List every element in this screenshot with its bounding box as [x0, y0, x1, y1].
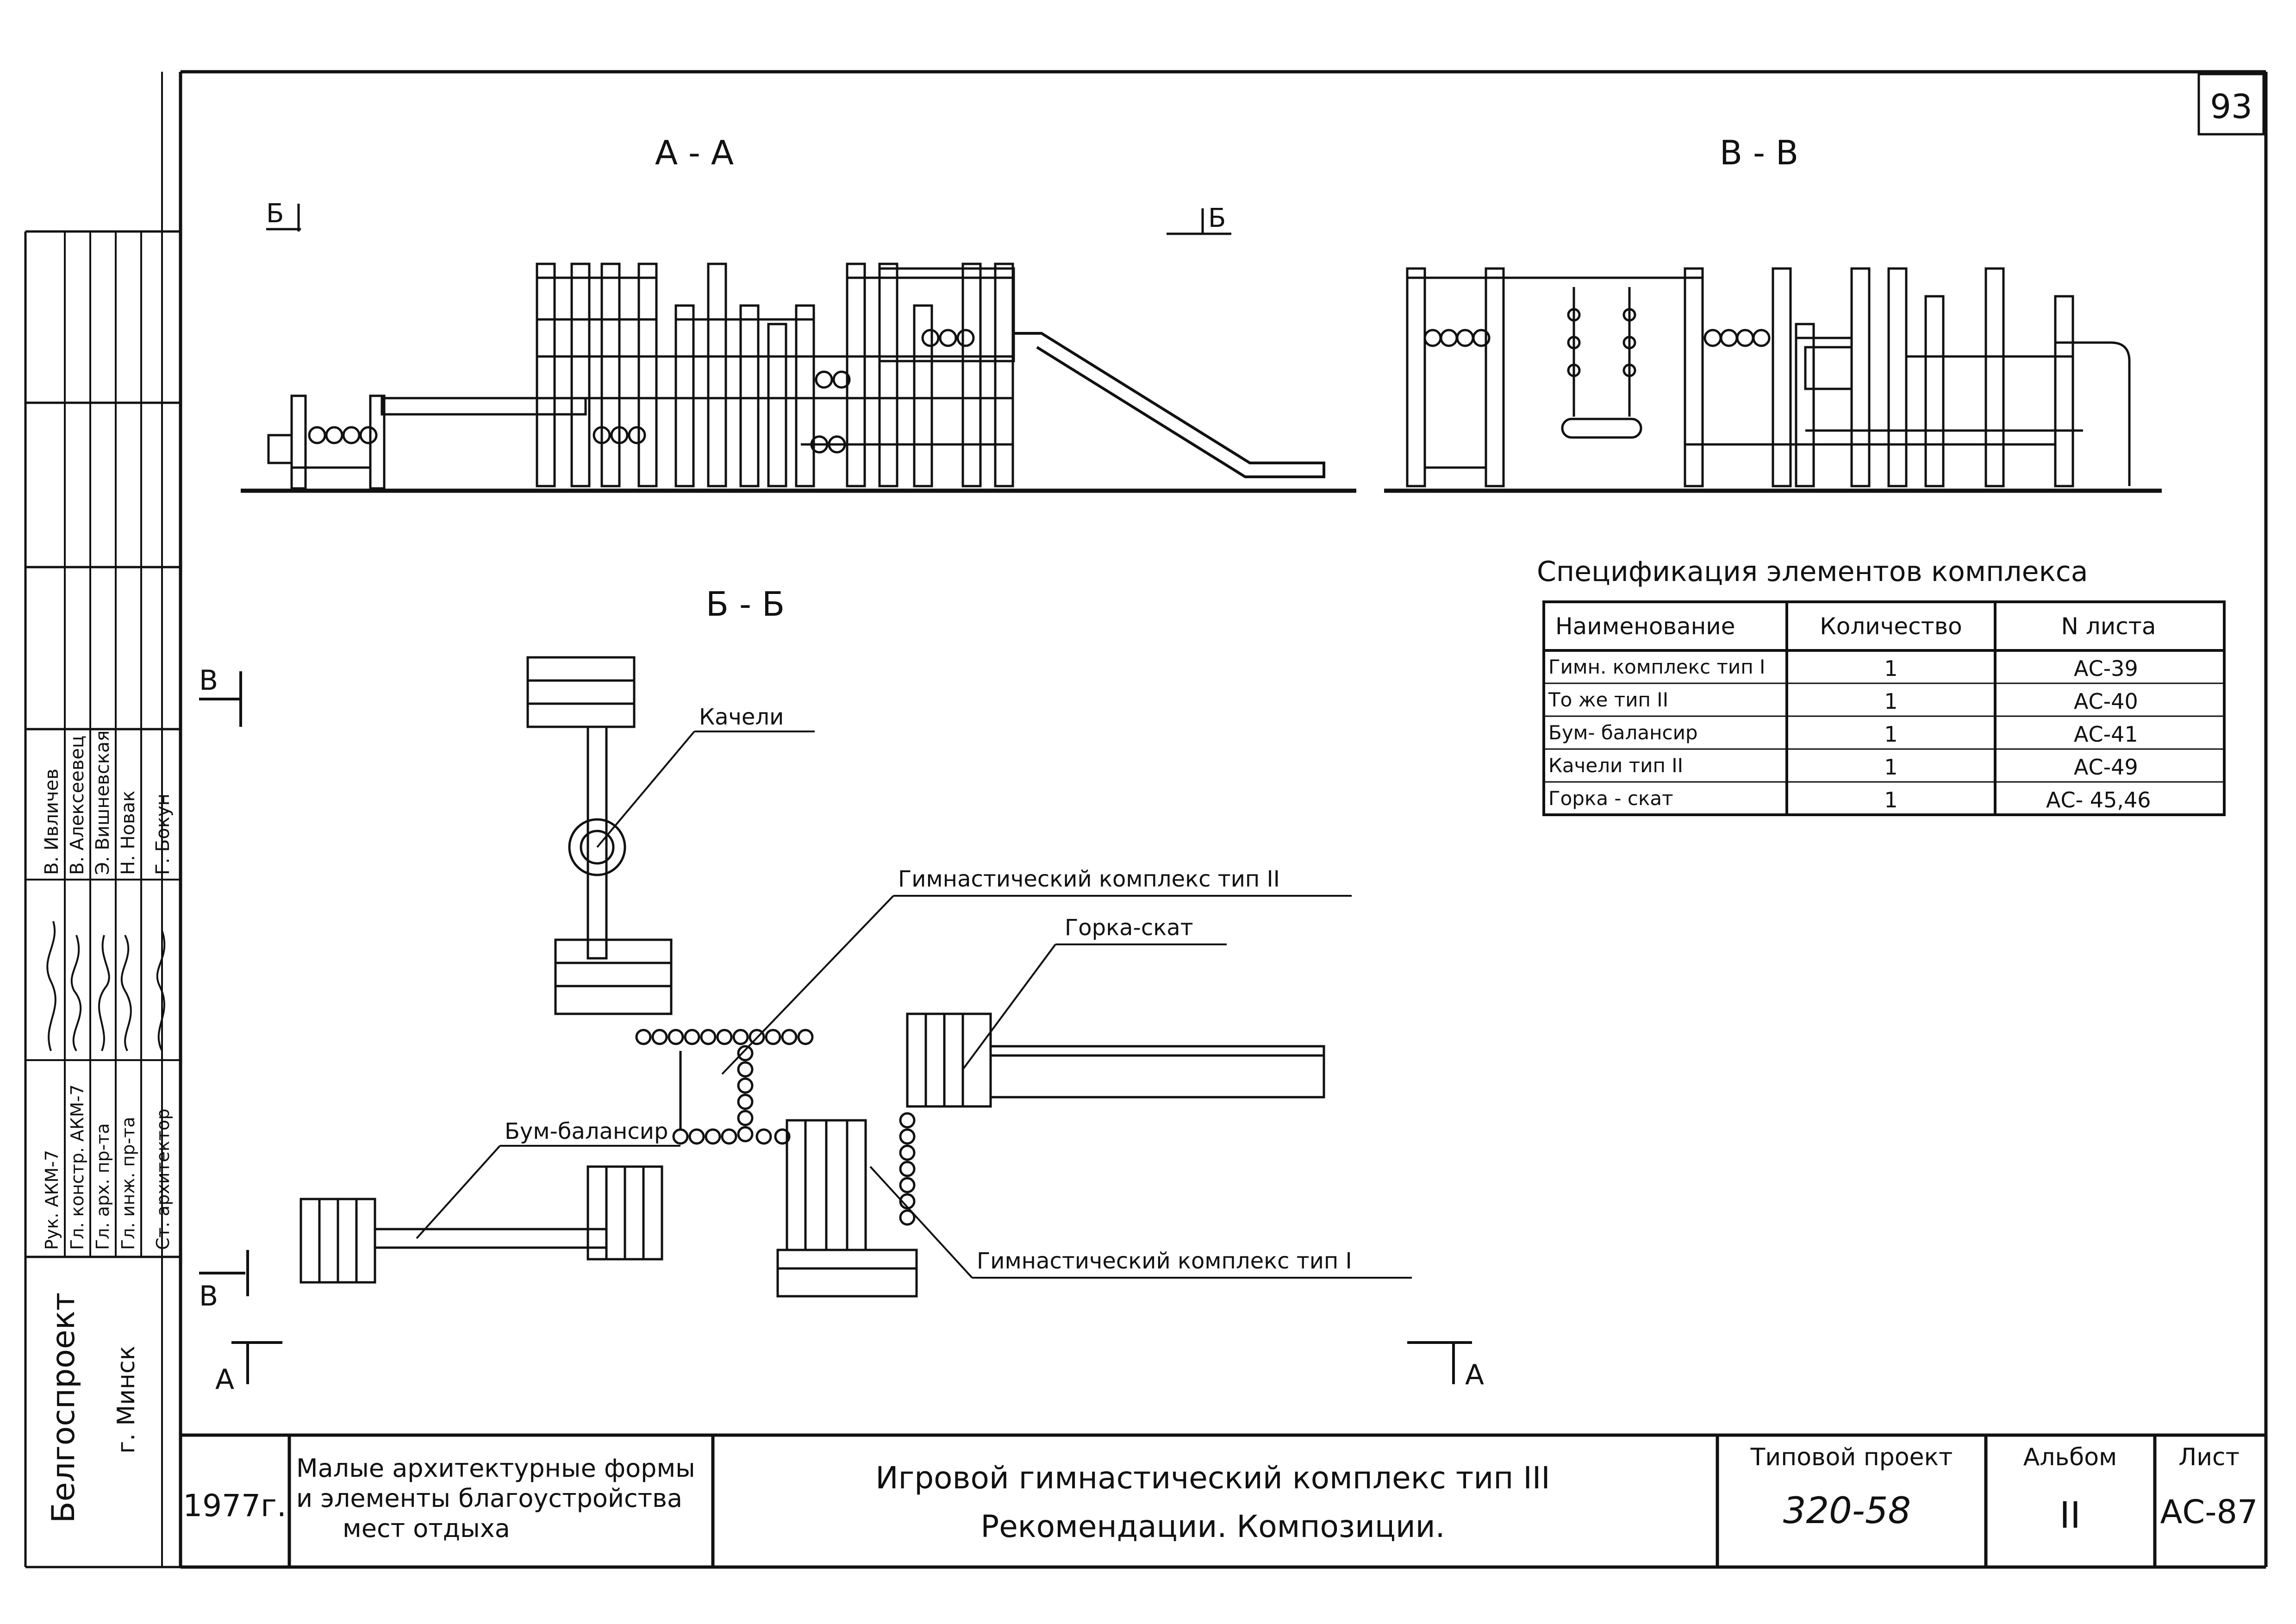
sheet-frame [161, 70, 2268, 1569]
stamp-role: Рук. АКМ-7 [42, 1150, 62, 1250]
callout-gym2: Гимнастический комплекс тип II [721, 866, 1352, 1075]
section-vv-title: В - В [1720, 133, 1799, 172]
sheet-code: АС-87 [2160, 1493, 2258, 1531]
section-bb-title: Б - Б [706, 585, 785, 624]
sheet-number-box: 93 [2197, 73, 2265, 136]
title-block: 1977г. Малые архитектурные формы и элеме… [181, 1433, 2266, 1567]
spec-cell: АС-39 [2074, 656, 2138, 681]
spec-table: Спецификация элементов комплекса Наимено… [1537, 556, 2226, 816]
spec-header: Наименование [1555, 613, 1735, 640]
title-year: 1977г. [183, 1488, 287, 1524]
section-aa-title: А - А [655, 133, 734, 172]
sheet-subtitle: Рекомендации. Композиции. [980, 1509, 1445, 1544]
spec-cell: 1 [1884, 755, 1897, 780]
callout-gym1: Гимнастический комплекс тип I [869, 1166, 1412, 1279]
project-label: Типовой проект [1750, 1443, 1953, 1471]
spec-header: N листа [2061, 613, 2156, 640]
stamp-role: Гл. инж. пр-та [118, 1117, 138, 1250]
stamp-name: Н. Новак [118, 791, 139, 875]
section-bb: Б - Б В В А А [199, 585, 1484, 1396]
cut-mark-label: А [215, 1363, 234, 1396]
stamp-name: Э. Вишневская [92, 731, 113, 875]
sheet-title: Игровой гимнастический комплекс тип III [875, 1460, 1550, 1496]
spec-cell: 1 [1884, 722, 1897, 747]
series-line: и элементы благоустройства [296, 1484, 682, 1513]
callout-gorka: Горка-скат [962, 915, 1227, 1070]
swing-vv [1561, 287, 1642, 439]
spec-title: Спецификация элементов комплекса [1537, 556, 2088, 588]
cut-mark-label: Б [1208, 203, 1226, 233]
spec-cell: АС-41 [2074, 722, 2138, 747]
stamp-name: В. Ивличев [41, 768, 62, 875]
spec-cell: 1 [1884, 656, 1897, 681]
stamp-role: Гл. констр. АКМ-7 [67, 1084, 87, 1250]
stamp-role: Гл. арх. пр-та [93, 1123, 113, 1250]
stamp-name: В. Алексеевец [67, 736, 88, 875]
callout-bum-label: Бум-балансир [505, 1118, 668, 1144]
signatures [46, 921, 166, 1052]
spec-cell: 1 [1884, 689, 1897, 714]
cut-mark-label: Б [266, 199, 284, 229]
spec-cell: АС-49 [2074, 755, 2138, 780]
album-label: Альбом [2023, 1443, 2117, 1471]
side-stamp: Рук. АКМ-7 Гл. констр. АКМ-7 Гл. арх. пр… [24, 230, 181, 1568]
spec-cell: Горка - скат [1548, 787, 1673, 810]
section-aa: А - А Б Б [241, 133, 1356, 493]
stamp-org: Белгоспроект [45, 1293, 82, 1523]
spec-cell: АС-40 [2074, 689, 2138, 714]
cut-mark-label: В [199, 664, 218, 697]
spec-cell: Гимн. комплекс тип I [1548, 656, 1765, 678]
spec-cell: Бум- балансир [1548, 721, 1698, 744]
stamp-role: Ст. архитектор [153, 1109, 173, 1250]
gym-frames-aa [536, 262, 1015, 487]
callout-gym1-label: Гимнастический комплекс тип I [977, 1248, 1352, 1274]
cut-mark-label: В [199, 1280, 218, 1312]
stamp-name: Г. Бокун [152, 793, 174, 875]
series-line: Малые архитектурные формы [296, 1454, 695, 1483]
album-value: II [2059, 1495, 2081, 1537]
cut-mark-label: А [1465, 1359, 1484, 1391]
callout-gorka-label: Горка-скат [1065, 915, 1193, 941]
spec-cell: Качели тип II [1548, 754, 1683, 777]
callout-gym2-label: Гимнастический комплекс тип II [898, 866, 1280, 892]
spec-cell: То же тип II [1548, 688, 1668, 711]
slide-aa [1014, 332, 1325, 478]
sheet-label: Лист [2178, 1443, 2240, 1471]
callout-kacheli-label: Качели [699, 704, 784, 730]
stamp-city: г. Минск [112, 1346, 140, 1454]
sheet-number: 93 [2210, 87, 2252, 126]
section-vv: В - В [1384, 133, 2162, 493]
spec-header: Количество [1820, 613, 1962, 640]
series-line: мест отдыха [343, 1514, 510, 1543]
spec-cell: АС- 45,46 [2046, 787, 2151, 812]
callout-kacheli: Качели [596, 704, 815, 848]
project-value: 320-58 [1783, 1490, 1911, 1532]
spec-cell: 1 [1884, 787, 1897, 812]
rings-cross [635, 1029, 814, 1145]
callout-bum: Бум-балансир [416, 1118, 680, 1239]
